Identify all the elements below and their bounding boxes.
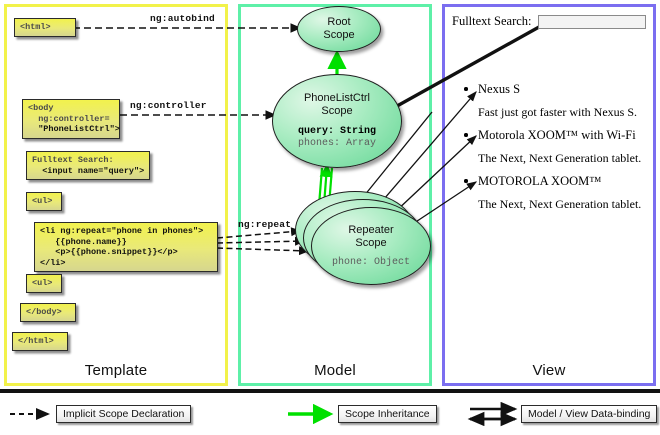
- phone-snippet: Fast just got faster with Nexus S.: [478, 105, 637, 119]
- view-search-label: Fulltext Search:: [452, 14, 532, 28]
- label-ng-repeat: ng:repeat: [238, 219, 292, 230]
- column-view: [442, 4, 656, 386]
- scope-repeater-title-2: Scope: [355, 236, 387, 249]
- bullet-icon: [464, 179, 468, 183]
- legend: Implicit Scope Declaration Scope Inherit…: [0, 396, 660, 435]
- phone-name: MOTOROLA XOOM™: [478, 174, 602, 188]
- code-line-li-close: </li>: [40, 257, 66, 268]
- code-line-li-open: <li ng:repeat="phone in phones">: [40, 226, 204, 236]
- code-label-fulltext-search: Fulltext Search:: [32, 155, 114, 165]
- code-input-query: <input name="query">: [32, 165, 145, 176]
- code-line-body-open: <body: [28, 103, 54, 113]
- code-box-body-close: </body>: [20, 303, 76, 322]
- scope-prop-phones: phones: Array: [297, 138, 376, 149]
- code-box-fulltext-search: Fulltext Search: <input name="query">: [26, 151, 150, 180]
- search-input[interactable]: [537, 14, 646, 29]
- code-line-phone-snippet: <p>{{phone.snippet}}</p>: [40, 247, 178, 257]
- legend-arrows: [10, 401, 518, 427]
- list-item: Motorola XOOM™ with Wi-Fi The Next, Next…: [464, 128, 658, 165]
- code-box-li-repeat: <li ng:repeat="phone in phones"> {{phone…: [34, 222, 218, 272]
- column-label-view: View: [532, 362, 566, 379]
- code-box-html-open: <html>: [14, 18, 76, 37]
- code-box-body-controller: <body ng:controller= "PhoneListCtrl">: [22, 99, 120, 139]
- label-ng-autobind: ng:autobind: [150, 13, 215, 24]
- code-line-phone-name: {{phone.name}}: [40, 236, 127, 247]
- scope-root: Root Scope: [297, 6, 381, 52]
- scope-prop-query: query: String: [297, 126, 376, 137]
- scope-phonelistctrl-title-2: Scope: [321, 105, 353, 117]
- column-label-model: Model: [314, 362, 356, 379]
- list-item: MOTOROLA XOOM™ The Next, Next Generation…: [464, 174, 658, 211]
- legend-item-model-view-data-binding: Model / View Data-binding: [521, 405, 658, 423]
- scope-repeater-title-1: Repeater: [348, 223, 394, 236]
- phone-name: Nexus S: [478, 82, 521, 96]
- list-item: Nexus S Fast just got faster with Nexus …: [464, 82, 658, 119]
- phone-name: Motorola XOOM™ with Wi-Fi: [478, 128, 636, 142]
- view-search-row: Fulltext Search:: [452, 14, 646, 29]
- code-box-ul-open: <ul>: [26, 192, 62, 211]
- legend-item-implicit-scope-declaration: Implicit Scope Declaration: [56, 405, 192, 423]
- legend-item-scope-inheritance: Scope Inheritance: [338, 405, 437, 423]
- scope-root-title-2: Scope: [323, 29, 355, 41]
- code-line-ng-controller: ng:controller=: [28, 113, 110, 124]
- label-ng-controller: ng:controller: [130, 100, 207, 111]
- legend-divider: [0, 389, 660, 393]
- scope-prop-phone: phone: Object: [331, 256, 410, 268]
- bullet-icon: [464, 133, 468, 137]
- scope-root-title-1: Root: [327, 16, 351, 28]
- code-line-controller-name: "PhoneListCtrl">: [28, 124, 120, 134]
- bullet-icon: [464, 87, 468, 91]
- scope-phonelistctrl: PhoneListCtrl Scope query: String phones…: [272, 74, 402, 168]
- phone-snippet: The Next, Next Generation tablet.: [478, 197, 642, 211]
- code-box-html-close: </html>: [12, 332, 68, 351]
- code-box-ul-close: <ul>: [26, 274, 62, 293]
- scope-phonelistctrl-title-1: PhoneListCtrl: [303, 92, 371, 104]
- view-panel: Fulltext Search: Nexus S Fast just got f…: [452, 12, 648, 362]
- column-label-template: Template: [84, 362, 148, 379]
- scope-repeater: Repeater Scope phone: Object: [311, 207, 431, 285]
- phone-snippet: The Next, Next Generation tablet.: [478, 151, 642, 165]
- connector-ng-repeat: [216, 227, 310, 256]
